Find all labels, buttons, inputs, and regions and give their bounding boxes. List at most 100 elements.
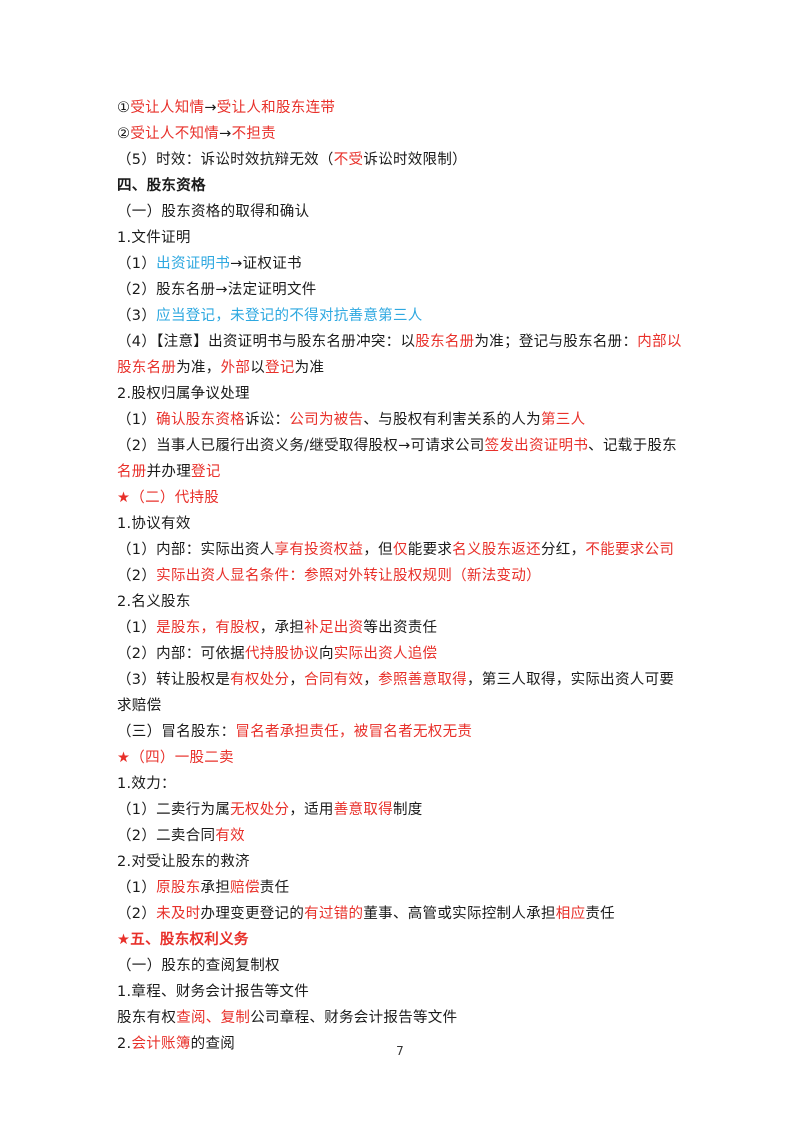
text-segment: 内部以股东名册 xyxy=(117,334,682,376)
text-segment: 分红， xyxy=(540,542,586,558)
text-line: （2）股东名册→法定证明文件 xyxy=(117,277,687,303)
text-segment: 诉讼： xyxy=(244,412,290,428)
text-segment: 会计账簿 xyxy=(131,1036,191,1052)
text-segment: ， xyxy=(363,672,379,688)
text-line: 1.协议有效 xyxy=(117,511,687,537)
text-segment: ，第三人取得，实际出资人可要求赔偿 xyxy=(117,672,675,714)
text-segment: 冒名者承担责任，被冒名者无权无责 xyxy=(235,724,473,740)
text-segment: 1.章程、财务会计报告等文件 xyxy=(117,984,310,1000)
text-segment: 登记 xyxy=(265,360,295,376)
text-segment: 责任 xyxy=(585,906,615,922)
text-segment: （3） xyxy=(117,308,157,324)
text-segment: 公司章程、财务会计报告等文件 xyxy=(250,1010,458,1026)
text-segment: （2）二卖合同 xyxy=(117,828,216,844)
text-line: ★五、股东权利义务 xyxy=(117,927,687,953)
text-segment: 能要求 xyxy=(407,542,453,558)
text-segment: 诉讼时效限制） xyxy=(363,152,467,168)
text-segment: 外部 xyxy=(220,360,251,376)
text-line: （2）当事人已履行出资义务/继受取得股权→可请求公司签发出资证明书、记载于股东名… xyxy=(117,433,687,485)
text-segment: 责任 xyxy=(259,880,290,896)
text-segment: 股东有权 xyxy=(117,1010,177,1026)
text-segment: 赔偿 xyxy=(230,880,260,896)
text-segment: 不担责 xyxy=(231,126,276,142)
text-line: （2）实际出资人显名条件：参照对外转让股权规则（新法变动） xyxy=(117,563,687,589)
text-segment: 确认股东资格 xyxy=(156,412,245,428)
text-segment: 名义股东返还 xyxy=(452,542,541,558)
text-line: 1.章程、财务会计报告等文件 xyxy=(117,979,687,1005)
text-segment: 办理变更登记的 xyxy=(200,906,305,922)
text-segment: （1） xyxy=(117,256,157,272)
text-segment: 2.对受让股东的救济 xyxy=(117,854,250,870)
text-line: 1.效力： xyxy=(117,771,687,797)
text-segment: 实际出资人显名条件：参照对外转让股权规则（新法变动） xyxy=(156,568,541,584)
text-segment: 公司为被告 xyxy=(289,412,364,428)
text-segment: （2） xyxy=(117,906,157,922)
text-segment: （1） xyxy=(117,880,157,896)
text-segment: （2）当事人已履行出资义务/继受取得股权→可请求公司 xyxy=(117,438,485,454)
page-number: 7 xyxy=(396,1044,404,1058)
text-segment: 参照善意取得 xyxy=(378,672,467,688)
text-segment: 受让人和股东连带 xyxy=(216,100,336,116)
text-segment: 1.效力： xyxy=(117,776,176,792)
text-segment: 制度 xyxy=(392,802,423,818)
text-segment: 不能要求公司 xyxy=(585,542,675,558)
text-segment: ① xyxy=(117,100,131,116)
text-segment: 实际出资人追偿 xyxy=(333,646,438,662)
text-segment: 四、股东资格 xyxy=(117,178,206,194)
text-line: 四、股东资格 xyxy=(117,173,687,199)
text-segment: 相应 xyxy=(555,906,586,922)
text-segment: 1.协议有效 xyxy=(117,516,191,532)
text-segment: 1.文件证明 xyxy=(117,230,191,246)
text-line: （2）二卖合同有效 xyxy=(117,823,687,849)
text-segment: 仅 xyxy=(392,542,408,558)
text-segment: 为准；登记与股东名册： xyxy=(474,334,638,350)
text-line: 1.文件证明 xyxy=(117,225,687,251)
text-segment: （1）内部：实际出资人 xyxy=(117,542,275,558)
text-segment: （一）股东的查阅复制权 xyxy=(117,958,280,974)
text-line: （1）原股东承担赔偿责任 xyxy=(117,875,687,901)
text-segment: 受让人知情 xyxy=(130,100,205,116)
text-segment: 不受 xyxy=(333,152,364,168)
text-segment: （三）冒名股东： xyxy=(117,724,236,740)
text-segment: 、记载于股东 xyxy=(588,438,677,454)
text-line: （1）出资证明书→证权证书 xyxy=(117,251,687,277)
text-segment: （一）股东资格的取得和确认 xyxy=(117,204,310,220)
text-line: （3）转让股权是有权处分，合同有效，参照善意取得，第三人取得，实际出资人可要求赔… xyxy=(117,667,687,719)
text-line: ①受让人知情→受让人和股东连带 xyxy=(117,95,687,121)
text-segment: （2） xyxy=(117,568,157,584)
text-segment: ，但 xyxy=(363,542,393,558)
text-segment: →证权证书 xyxy=(230,256,302,272)
text-segment: 享有投资权益 xyxy=(274,542,364,558)
text-segment: 2.股权归属争议处理 xyxy=(117,386,250,402)
text-segment: ★（二）代持股 xyxy=(117,490,220,506)
text-segment: （1）二卖行为属 xyxy=(117,802,231,818)
text-segment: 签发出资证明书 xyxy=(484,438,589,454)
text-segment: （3）转让股权是 xyxy=(117,672,231,688)
text-segment: 2. xyxy=(117,1036,132,1052)
text-line: （三）冒名股东：冒名者承担责任，被冒名者无权无责 xyxy=(117,719,687,745)
text-segment: 合同有效 xyxy=(304,672,364,688)
text-segment: 是股东，有股权 xyxy=(156,620,260,636)
text-segment: 补足出资 xyxy=(304,620,364,636)
text-segment: 有权处分 xyxy=(230,672,290,688)
text-segment: （1） xyxy=(117,412,157,428)
text-segment: 受让人不知情 xyxy=(130,126,220,142)
text-line: ②受让人不知情→不担责 xyxy=(117,121,687,147)
text-segment: 名册 xyxy=(117,464,147,480)
text-segment: 董事、高管或实际控制人承担 xyxy=(363,906,556,922)
text-segment: 代持股协议 xyxy=(244,646,319,662)
text-segment: ，承担 xyxy=(259,620,305,636)
text-segment: 善意取得 xyxy=(333,802,393,818)
text-segment: 的查阅 xyxy=(190,1036,236,1052)
text-segment: 有效 xyxy=(215,828,245,844)
text-segment: ★五、股东权利义务 xyxy=(117,932,249,948)
text-segment: 并办理 xyxy=(146,464,192,480)
text-line: （一）股东的查阅复制权 xyxy=(117,953,687,979)
text-line: 股东有权查阅、复制公司章程、财务会计报告等文件 xyxy=(117,1005,687,1031)
text-segment: 为准， xyxy=(176,360,221,376)
text-line: ★（二）代持股 xyxy=(117,485,687,511)
text-line: 2.股权归属争议处理 xyxy=(117,381,687,407)
text-line: （1）内部：实际出资人享有投资权益，但仅能要求名义股东返还分红，不能要求公司 xyxy=(117,537,687,563)
text-segment: （4）【注意】出资证明书与股东名册冲突：以 xyxy=(117,334,416,350)
